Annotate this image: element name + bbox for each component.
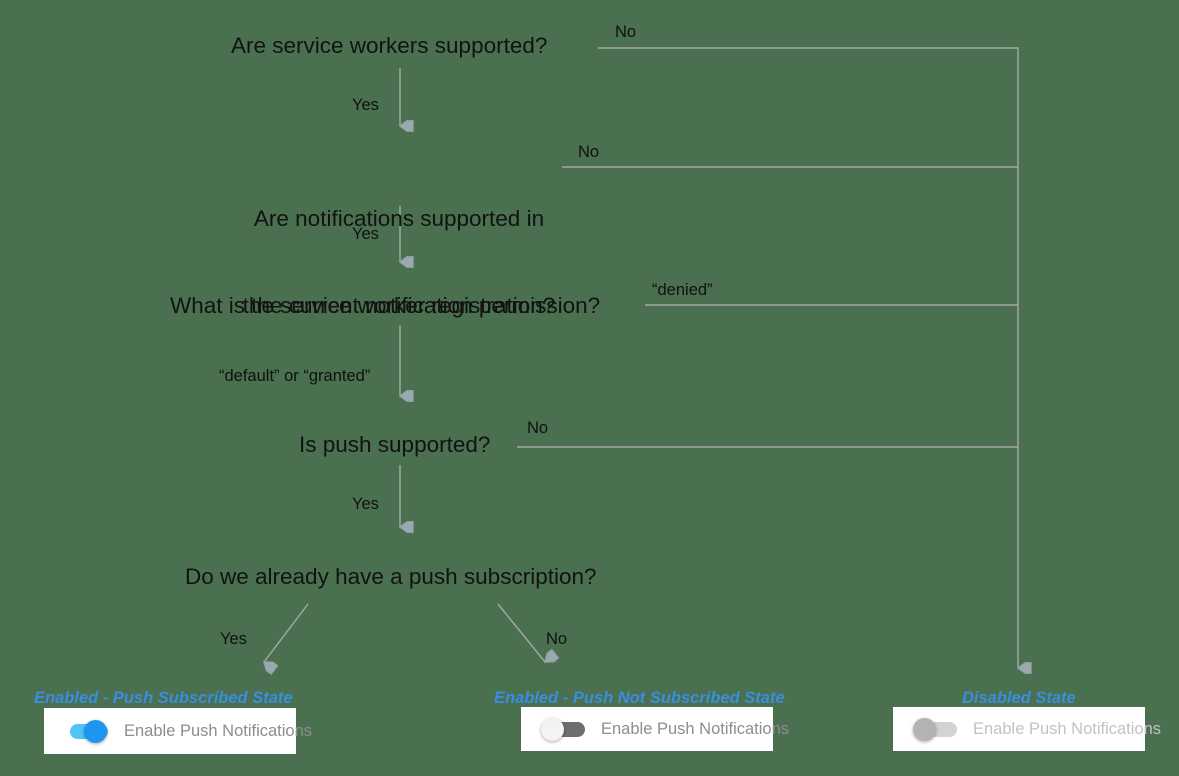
edge-label-push-yes: Yes xyxy=(352,495,379,513)
edge-label-push-no: No xyxy=(527,419,549,437)
card-enabled-push-not-subscribed[interactable]: Enable Push Notifications xyxy=(521,707,789,751)
toggle-push-notifications-off[interactable] xyxy=(541,718,587,741)
toggle-knob xyxy=(84,720,107,743)
node-notifications-supported: Are notifications supported in the servi… xyxy=(234,146,564,378)
edge-label-sub-yes: Yes xyxy=(220,630,247,648)
toggle-push-notifications-on[interactable] xyxy=(64,720,110,743)
edge-sub-yes xyxy=(264,603,309,662)
edge-label-notif-no: No xyxy=(578,143,600,161)
toggle-label-enable-push-notifications: Enable Push Notifications xyxy=(601,719,790,738)
edge-label-perm-default-granted: “default” or “granted” xyxy=(219,367,371,385)
toggle-label-enable-push-notifications: Enable Push Notifications xyxy=(124,721,313,740)
node-push-subscription: Do we already have a push subscription? xyxy=(185,564,597,589)
state-label-enabled-push-subscribed: Enabled - Push Subscribed State xyxy=(34,689,293,707)
node-notifications-supported-line1: Are notifications supported in xyxy=(253,206,545,231)
card-disabled[interactable]: Enable Push Notifications xyxy=(893,707,1161,751)
edge-label-sub-no: No xyxy=(546,630,568,648)
card-enabled-push-subscribed[interactable]: Enable Push Notifications xyxy=(44,708,312,754)
edge-sw-no xyxy=(598,47,1018,668)
toggle-label-enable-push-notifications: Enable Push Notifications xyxy=(973,719,1162,738)
edge-sub-no xyxy=(497,603,545,662)
toggle-push-notifications-disabled[interactable] xyxy=(913,718,959,741)
node-push-supported: Is push supported? xyxy=(299,432,491,457)
toggle-knob xyxy=(913,718,936,741)
toggle-knob xyxy=(541,718,564,741)
node-notifications-supported-line2: the service worker registration? xyxy=(242,293,556,318)
edge-label-sw-yes: Yes xyxy=(352,96,379,114)
node-service-workers-supported: Are service workers supported? xyxy=(231,33,548,58)
edge-label-perm-denied: “denied” xyxy=(652,281,713,299)
node-notification-permission: What is the current notification permiss… xyxy=(170,293,601,318)
state-label-disabled: Disabled State xyxy=(962,689,1076,707)
state-label-enabled-push-not-subscribed: Enabled - Push Not Subscribed State xyxy=(494,689,785,707)
edge-label-notif-yes: Yes xyxy=(352,225,379,243)
edge-label-sw-no: No xyxy=(615,23,637,41)
